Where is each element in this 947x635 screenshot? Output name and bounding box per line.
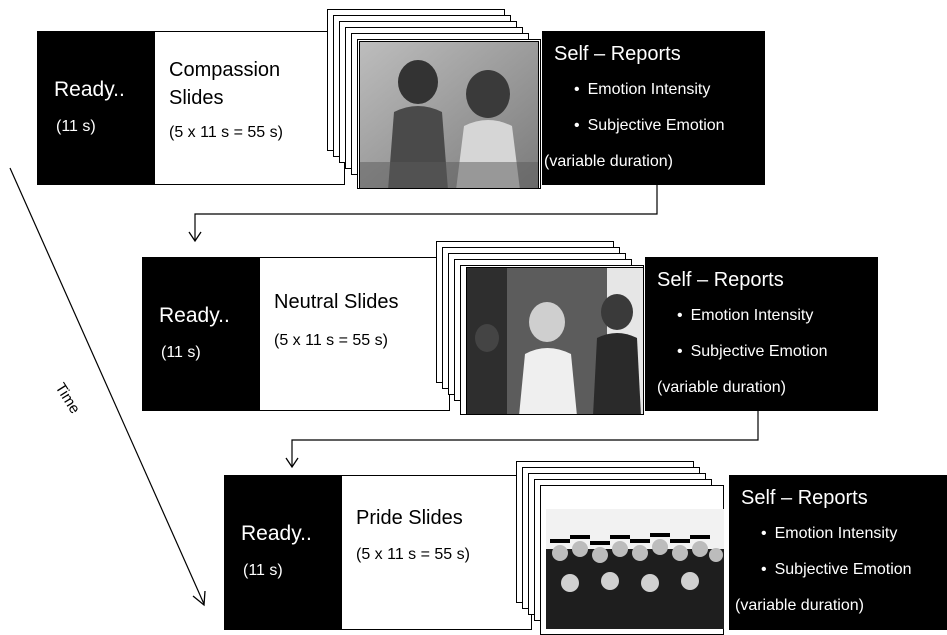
- self-reports-box: Self – Reports • Emotion Intensity • Subje…: [542, 31, 765, 185]
- slides-title: Pride Slides: [356, 504, 463, 532]
- slides-title: Compassion Slides: [169, 56, 280, 112]
- slides-duration: (5 x 11 s = 55 s): [356, 546, 470, 563]
- bullet-icon: •: [677, 343, 683, 360]
- slides-title: Neutral Slides: [274, 288, 399, 316]
- slides-box: Pride Slides (5 x 11 s = 55 s): [342, 475, 532, 630]
- bullet-icon: •: [761, 525, 767, 542]
- self-reports-title: Self – Reports: [657, 269, 784, 291]
- slides-box: Neutral Slides (5 x 11 s = 55 s): [260, 257, 450, 411]
- slides-duration: (5 x 11 s = 55 s): [169, 124, 283, 141]
- self-report-item: • Subjective Emotion: [574, 117, 725, 135]
- bullet-icon: •: [574, 81, 580, 98]
- self-reports-duration: (variable duration): [735, 597, 864, 614]
- self-reports-box: Self – Reports • Emotion Intensity • Subje…: [645, 257, 878, 411]
- time-arrow-head-icon: [192, 590, 206, 607]
- bullet-icon: •: [761, 561, 767, 578]
- sequence-row-compassion: Ready.. (11 s) Compassion Slides (5 x 11…: [37, 9, 767, 189]
- time-arrow: [9, 167, 205, 605]
- self-reports-duration: (variable duration): [544, 153, 673, 170]
- bullet-icon: •: [677, 307, 683, 324]
- self-report-item-label: Emotion Intensity: [774, 525, 898, 542]
- self-report-item-label: Subjective Emotion: [690, 343, 828, 360]
- self-reports-box: Self – Reports • Emotion Intensity • Subje…: [729, 475, 947, 630]
- self-report-item-label: Subjective Emotion: [774, 561, 912, 578]
- self-report-item-label: Emotion Intensity: [690, 307, 814, 324]
- ready-duration: (11 s): [56, 118, 96, 135]
- self-report-item-label: Emotion Intensity: [587, 81, 711, 98]
- self-report-item: • Subjective Emotion: [761, 561, 912, 579]
- ready-title: Ready..: [54, 78, 125, 101]
- slides-title-line1: Neutral Slides: [274, 291, 399, 313]
- pride-photo: [546, 509, 724, 629]
- slides-title-line1: Compassion: [169, 59, 281, 81]
- self-report-item: • Subjective Emotion: [677, 343, 828, 361]
- slides-title-line2: Slides: [169, 87, 224, 109]
- sequence-row-pride: Ready.. (11 s) Pride Slides (5 x 11 s = …: [224, 461, 947, 635]
- self-report-item-label: Subjective Emotion: [587, 117, 725, 134]
- ready-box: Ready.. (11 s): [37, 31, 155, 185]
- neutral-photo-image: [467, 268, 643, 414]
- ready-title: Ready..: [159, 304, 230, 327]
- slides-title-line1: Pride Slides: [356, 507, 463, 529]
- self-report-item: • Emotion Intensity: [574, 81, 710, 99]
- neutral-photo: [466, 267, 644, 415]
- self-reports-duration: (variable duration): [657, 379, 786, 396]
- slides-duration: (5 x 11 s = 55 s): [274, 332, 388, 349]
- connector-arrow-1: [194, 185, 658, 240]
- ready-duration: (11 s): [243, 562, 283, 579]
- ready-box: Ready.. (11 s): [224, 475, 342, 630]
- arrow-head-icon: [188, 231, 202, 243]
- arrow-head-icon: [285, 457, 299, 469]
- ready-box: Ready.. (11 s): [142, 257, 260, 411]
- connector-arrow-2: [291, 411, 759, 466]
- ready-title: Ready..: [241, 522, 312, 545]
- self-reports-title: Self – Reports: [554, 43, 681, 65]
- bullet-icon: •: [574, 117, 580, 134]
- self-reports-title: Self – Reports: [741, 487, 868, 509]
- self-report-item: • Emotion Intensity: [761, 525, 897, 543]
- compassion-photo-image: [360, 42, 538, 188]
- pride-photo-image: [546, 509, 724, 629]
- sequence-row-neutral: Ready.. (11 s) Neutral Slides (5 x 11 s …: [142, 241, 878, 415]
- compassion-photo: [359, 41, 539, 189]
- ready-duration: (11 s): [161, 344, 201, 361]
- self-report-item: • Emotion Intensity: [677, 307, 813, 325]
